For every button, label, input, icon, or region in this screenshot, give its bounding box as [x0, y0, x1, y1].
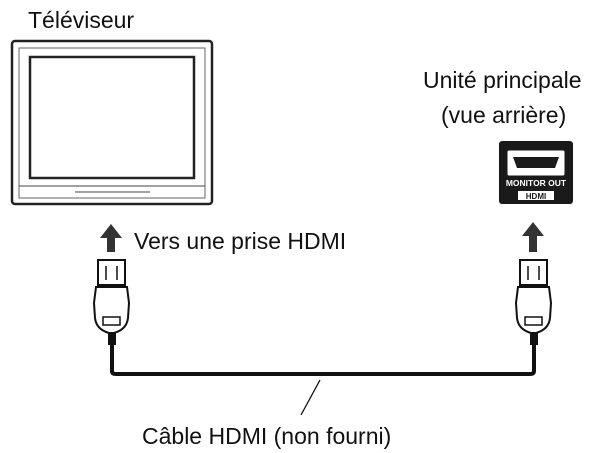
monitor-out-label: MONITOR OUT: [506, 178, 567, 188]
left-arrow-icon: [100, 224, 122, 252]
hdmi-logo-box: [518, 191, 554, 200]
right-hdmi-plug: [514, 259, 553, 345]
left-hdmi-plug: [92, 259, 131, 345]
cable-label: Câble HDMI (non fourni): [142, 423, 392, 449]
cable-leader-line: [300, 379, 321, 416]
hdmi-logo: HDMI: [526, 192, 546, 201]
to-hdmi-jack-label: Vers une prise HDMI: [134, 228, 347, 254]
main-unit-view-label: (vue arrière): [441, 102, 567, 128]
right-arrow-icon: [522, 222, 544, 252]
tv-label: Téléviseur: [28, 7, 135, 33]
tv-bezel: [18, 47, 206, 199]
hdmi-cable: [110, 345, 536, 376]
tv-screen: [28, 55, 196, 180]
main-unit-jack-panel: MONITOR OUT HDMI: [499, 141, 573, 204]
tv-illustration: [10, 39, 214, 206]
main-unit-label: Unité principale: [423, 67, 582, 93]
hdmi-port-slot: [513, 157, 559, 168]
